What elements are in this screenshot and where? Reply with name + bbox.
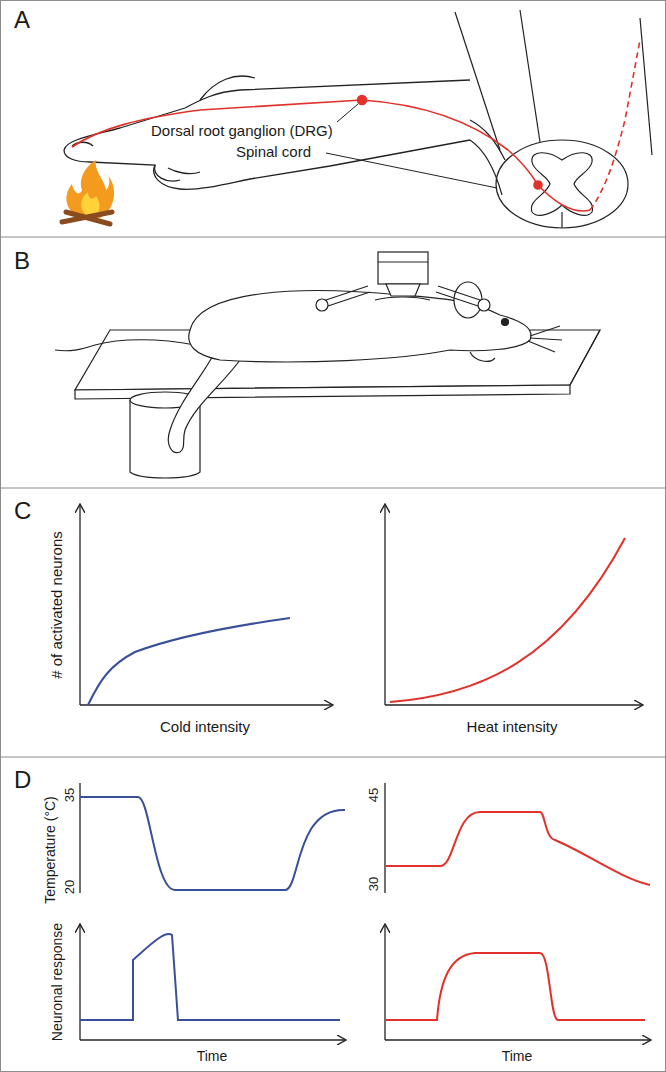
panel-letter: B: [14, 247, 30, 275]
axis-title: Cold intensity: [160, 718, 250, 735]
structure-label: Dorsal root ganglion (DRG): [150, 122, 334, 139]
mouse-eye: [502, 319, 509, 326]
thumb: [200, 76, 255, 100]
leader-line: [326, 153, 497, 188]
heat-curve: [390, 538, 625, 702]
clamp-screw: [316, 299, 328, 311]
spinal-window: [375, 297, 430, 300]
axis-title: Time: [502, 1048, 533, 1064]
cord-section: [496, 140, 628, 228]
axis-title: # of activated neurons: [48, 531, 65, 679]
axis-title: Time: [197, 1048, 228, 1064]
cord-outline: [640, 18, 652, 155]
trace-axes: [80, 783, 650, 1040]
mouse-whiskers: [528, 326, 562, 352]
x-axis: [385, 704, 642, 705]
heat-temperature-trace: [385, 812, 650, 885]
cold-response-trace: [80, 934, 340, 1020]
axis-title: Heat intensity: [467, 718, 558, 735]
objective-lens: [386, 284, 420, 296]
structure-label: Spinal cord: [235, 143, 312, 160]
y-axis: [384, 505, 385, 705]
mouse-paw: [470, 352, 495, 361]
tick-label: 45: [367, 788, 382, 802]
gray-matter: [531, 153, 592, 216]
curled-fingers: [155, 165, 200, 181]
mouse-body: [189, 291, 531, 362]
ventral-fissure: [561, 212, 562, 228]
panel-divider: [0, 237, 666, 238]
dorsal-horn-neuron: [534, 181, 542, 189]
x-axis: [80, 704, 332, 705]
axis-title: Temperature (°C): [42, 796, 58, 904]
heat-response-trace: [385, 953, 645, 1020]
dorsal-root: [470, 120, 505, 160]
tick-label: 30: [367, 877, 382, 891]
flame: [66, 160, 114, 218]
y-axis: [79, 783, 80, 893]
platform-edge: [570, 330, 600, 385]
panel-letter: C: [14, 497, 31, 525]
panel-letter: D: [14, 766, 31, 794]
panel-divider: [0, 757, 666, 758]
mouse-leg: [168, 352, 240, 453]
x-axis: [385, 1039, 650, 1040]
sensory-nerve: [72, 100, 590, 211]
nerve-pathway: [72, 40, 640, 211]
firewood: [62, 212, 112, 224]
objective-band: [378, 261, 428, 262]
y-axis: [384, 783, 385, 893]
clamp-screw: [478, 299, 490, 311]
panel-divider: [0, 488, 666, 489]
cold-temperature-trace: [80, 797, 345, 890]
hand-drawing: [64, 76, 470, 189]
y-axis: [79, 925, 80, 1040]
leader-lines: [326, 104, 497, 188]
mouse-setup: [55, 252, 600, 478]
chart-axes: [80, 505, 642, 705]
axis-title: Neuronal response: [49, 923, 65, 1041]
x-axis: [80, 1039, 345, 1040]
hand-outline: [64, 140, 470, 189]
drg-soma: [358, 96, 367, 105]
microscope-objective: [378, 252, 428, 284]
ascending-tract: [590, 40, 640, 210]
ventral-root: [470, 140, 502, 195]
tick-label: 35: [63, 788, 78, 802]
fire-icon: [62, 160, 114, 224]
y-axis: [384, 925, 385, 1040]
leader-line: [337, 104, 358, 122]
tick-label: 20: [63, 880, 78, 894]
spinal-cord-drawing: [455, 10, 652, 228]
hand-outline: [64, 80, 470, 150]
flame-core: [81, 192, 99, 216]
mouse-tail: [55, 340, 195, 351]
cord-outline: [520, 10, 540, 142]
y-axis: [79, 505, 80, 705]
cold-curve: [88, 618, 290, 705]
panel-letter: A: [14, 6, 30, 34]
